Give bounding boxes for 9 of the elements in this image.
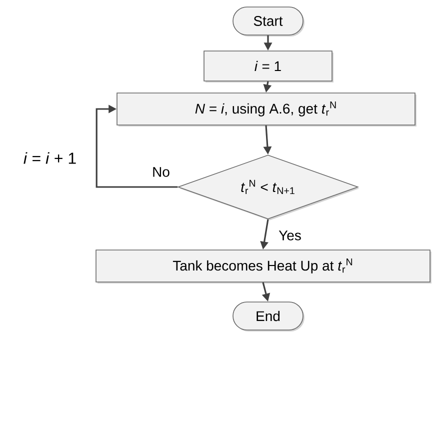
process-box: Tank becomes Heat Up at t$_{r}$N: [96, 250, 432, 284]
end-terminal: End: [232, 302, 304, 332]
arrow: [96, 104, 178, 188]
edge-label: Yes: [278, 230, 302, 242]
process-box: i = 1: [204, 50, 334, 82]
edge-label: No: [151, 166, 171, 178]
process-box: N = i, using A.6, get t$_{r}$N: [116, 92, 416, 126]
counter-update-label: i = i + 1: [24, 152, 76, 164]
start-terminal: Start: [232, 6, 304, 36]
